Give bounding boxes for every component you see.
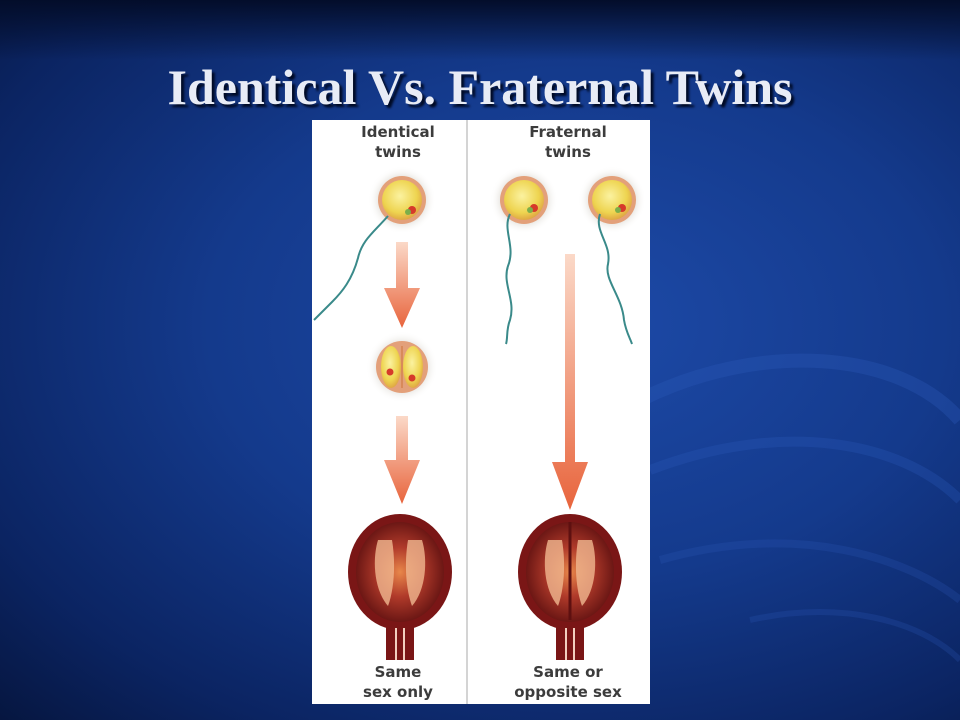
background-top-shade — [0, 0, 960, 60]
twins-diagram: Identical twins Fraternal twins Same sex… — [312, 120, 650, 704]
identical-uterus — [348, 514, 452, 660]
fraternal-arrow — [552, 254, 588, 510]
fraternal-egg-1 — [490, 166, 558, 234]
fraternal-egg-2 — [578, 166, 646, 234]
fraternal-uterus — [518, 514, 622, 660]
fraternal-sperm-tail-1 — [505, 213, 513, 345]
identical-arrow-1 — [384, 242, 420, 328]
identical-dividing-egg — [366, 331, 438, 403]
twins-diagram-illustration — [313, 120, 646, 704]
identical-fertilized-egg — [368, 166, 436, 234]
identical-twins-heading: Identical twins — [361, 123, 435, 161]
identical-twins-caption: Same sex only — [363, 663, 433, 701]
slide-title: Identical Vs. Fraternal Twins — [167, 59, 793, 115]
identical-sperm-tail — [313, 215, 389, 321]
fraternal-twins-heading: Fraternal twins — [529, 123, 607, 161]
fraternal-twins-caption: Same or opposite sex — [514, 663, 622, 701]
identical-arrow-2 — [384, 416, 420, 504]
fraternal-sperm-tail-2 — [597, 213, 633, 345]
